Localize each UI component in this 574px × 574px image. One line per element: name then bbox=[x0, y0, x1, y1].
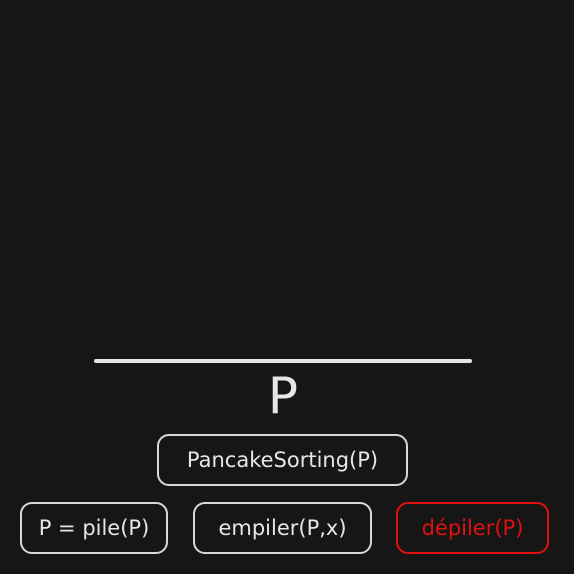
pop-button[interactable]: dépiler(P) bbox=[396, 502, 549, 554]
new-pile-button[interactable]: P = pile(P) bbox=[20, 502, 168, 554]
push-button[interactable]: empiler(P,x) bbox=[193, 502, 372, 554]
stack-base-line bbox=[94, 359, 472, 363]
pancake-sorting-button[interactable]: PancakeSorting(P) bbox=[157, 434, 408, 486]
stack-name-label: P bbox=[267, 367, 299, 425]
